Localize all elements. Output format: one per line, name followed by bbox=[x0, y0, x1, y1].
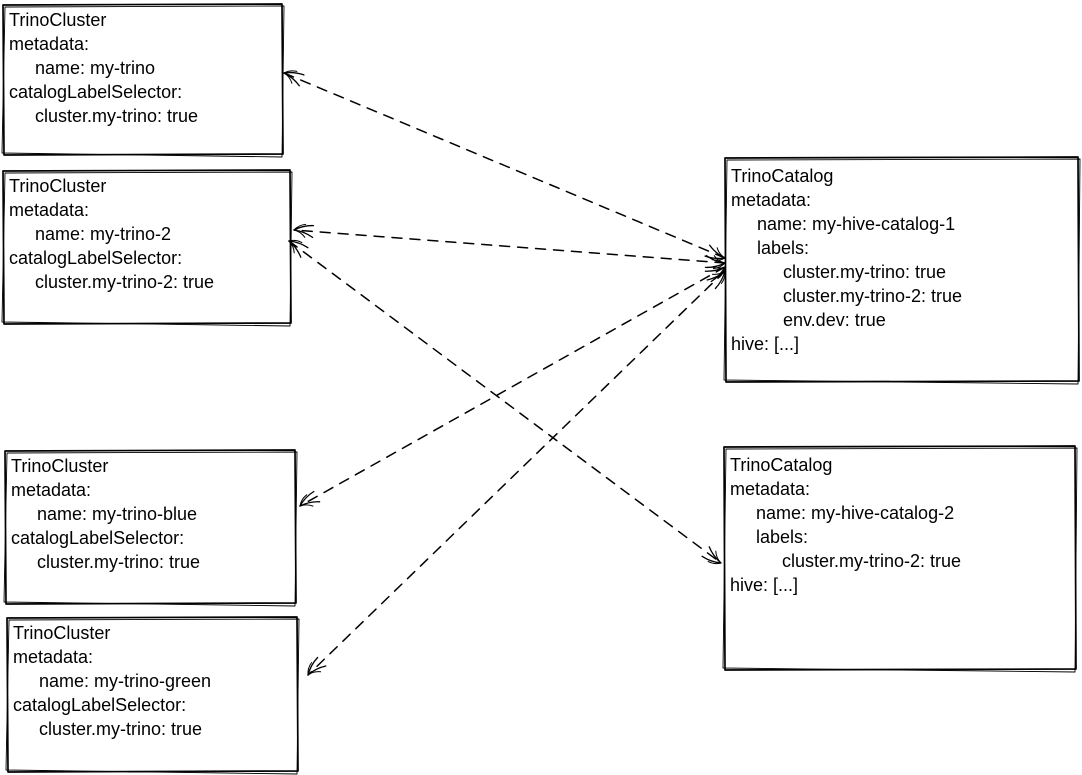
yaml-line: name: my-trino-2 bbox=[35, 224, 172, 244]
yaml-line: labels: bbox=[756, 527, 809, 547]
node-trino-cluster-my-trino-2: TrinoCluster metadata: name: my-trino-2 … bbox=[3, 170, 303, 328]
yaml-line: metadata: bbox=[9, 200, 90, 220]
yaml-line: cluster.my-trino-2: true bbox=[35, 272, 215, 292]
yaml-line: env.dev: true bbox=[783, 310, 886, 330]
yaml-line: metadata: bbox=[9, 34, 90, 54]
node-trino-catalog-2: TrinoCatalog metadata: name: my-hive-cat… bbox=[724, 446, 1082, 677]
yaml-line: name: my-hive-catalog-1 bbox=[757, 214, 956, 234]
yaml-line: TrinoCluster bbox=[11, 456, 109, 476]
yaml-line: cluster.my-trino: true bbox=[39, 719, 203, 739]
yaml-line: labels: bbox=[757, 238, 810, 258]
node-trino-cluster-my-trino: TrinoCluster metadata: name: my-trino ca… bbox=[3, 4, 295, 159]
yaml-line: TrinoCatalog bbox=[731, 166, 834, 186]
yaml-line: cluster.my-trino-2: true bbox=[782, 551, 962, 571]
yaml-line: metadata: bbox=[13, 647, 94, 667]
node-trino-cluster-my-trino-blue: TrinoCluster metadata: name: my-trino-bl… bbox=[5, 450, 308, 608]
yaml-line: catalogLabelSelector: bbox=[13, 695, 187, 715]
yaml-line: metadata: bbox=[730, 479, 811, 499]
node-trino-catalog-1: TrinoCatalog metadata: name: my-hive-cat… bbox=[725, 157, 1082, 389]
yaml-line: cluster.my-trino: true bbox=[35, 106, 199, 126]
yaml-line: name: my-hive-catalog-2 bbox=[756, 503, 955, 523]
yaml-line: cluster.my-trino-2: true bbox=[783, 286, 963, 306]
yaml-line: name: my-trino bbox=[35, 58, 156, 78]
yaml-line: catalogLabelSelector: bbox=[9, 248, 183, 268]
yaml-line: metadata: bbox=[11, 480, 92, 500]
yaml-line: TrinoCatalog bbox=[730, 455, 833, 475]
yaml-line: name: my-trino-green bbox=[39, 671, 212, 691]
yaml-line: name: my-trino-blue bbox=[37, 504, 198, 524]
yaml-line: TrinoCluster bbox=[13, 623, 111, 643]
yaml-line: cluster.my-trino: true bbox=[37, 552, 201, 572]
yaml-line: cluster.my-trino: true bbox=[783, 262, 947, 282]
yaml-line: hive: [...] bbox=[730, 575, 799, 595]
yaml-line: metadata: bbox=[731, 190, 812, 210]
yaml-line: TrinoCluster bbox=[9, 176, 107, 196]
yaml-line: TrinoCluster bbox=[9, 10, 107, 30]
yaml-line: hive: [...] bbox=[731, 334, 800, 354]
yaml-line: catalogLabelSelector: bbox=[11, 528, 185, 548]
yaml-line: catalogLabelSelector: bbox=[9, 82, 183, 102]
node-trino-cluster-my-trino-green: TrinoCluster metadata: name: my-trino-gr… bbox=[7, 617, 310, 775]
